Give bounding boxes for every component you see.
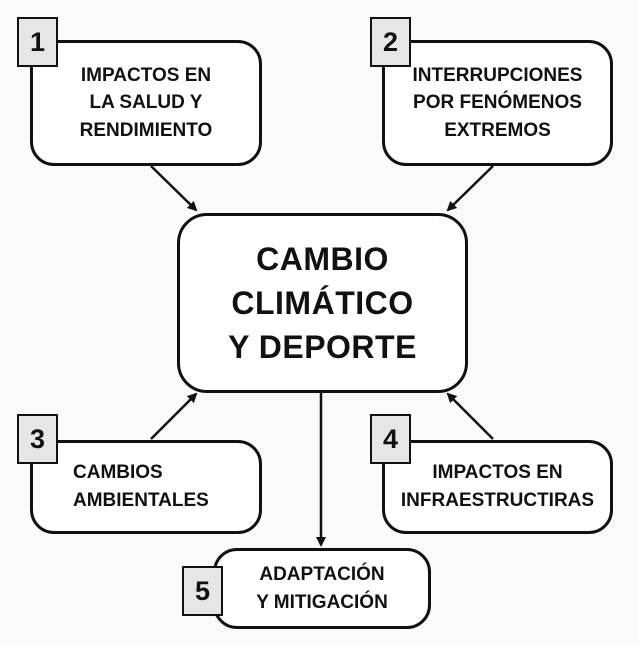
arrow-1-to-center (150, 165, 198, 212)
node-number-badge: 3 (17, 414, 58, 464)
arrow-4-to-center (446, 392, 494, 440)
node-number-badge: 2 (370, 17, 411, 67)
node-environmental-changes: CAMBIOS AMBIENTALES (30, 440, 262, 534)
central-node-label: CAMBIO CLIMÁTICO Y DEPORTE (228, 240, 417, 366)
node-label: INTERRUPCIONES POR FENÓMENOS EXTREMOS (412, 64, 583, 141)
node-number-badge: 1 (17, 17, 58, 67)
node-number-badge: 5 (182, 566, 223, 616)
node-health-performance: IMPACTOS EN LA SALUD Y RENDIMIENTO (30, 40, 262, 166)
central-node: CAMBIO CLIMÁTICO Y DEPORTE (177, 213, 468, 393)
arrow-2-to-center (446, 165, 494, 212)
node-extreme-events: INTERRUPCIONES POR FENÓMENOS EXTREMOS (382, 40, 613, 166)
node-label: ADAPTACIÓN Y MITIGACIÓN (256, 563, 388, 613)
node-infrastructure-impacts: IMPACTOS EN INFRAESTRUCTIRAS (382, 440, 613, 534)
node-label: IMPACTOS EN LA SALUD Y RENDIMIENTO (79, 64, 213, 141)
node-adaptation-mitigation: ADAPTACIÓN Y MITIGACIÓN (213, 548, 431, 629)
node-number-badge: 4 (370, 414, 411, 464)
arrow-3-to-center (150, 392, 198, 440)
node-label: CAMBIOS AMBIENTALES (73, 462, 209, 511)
node-label: IMPACTOS EN INFRAESTRUCTIRAS (400, 462, 595, 511)
